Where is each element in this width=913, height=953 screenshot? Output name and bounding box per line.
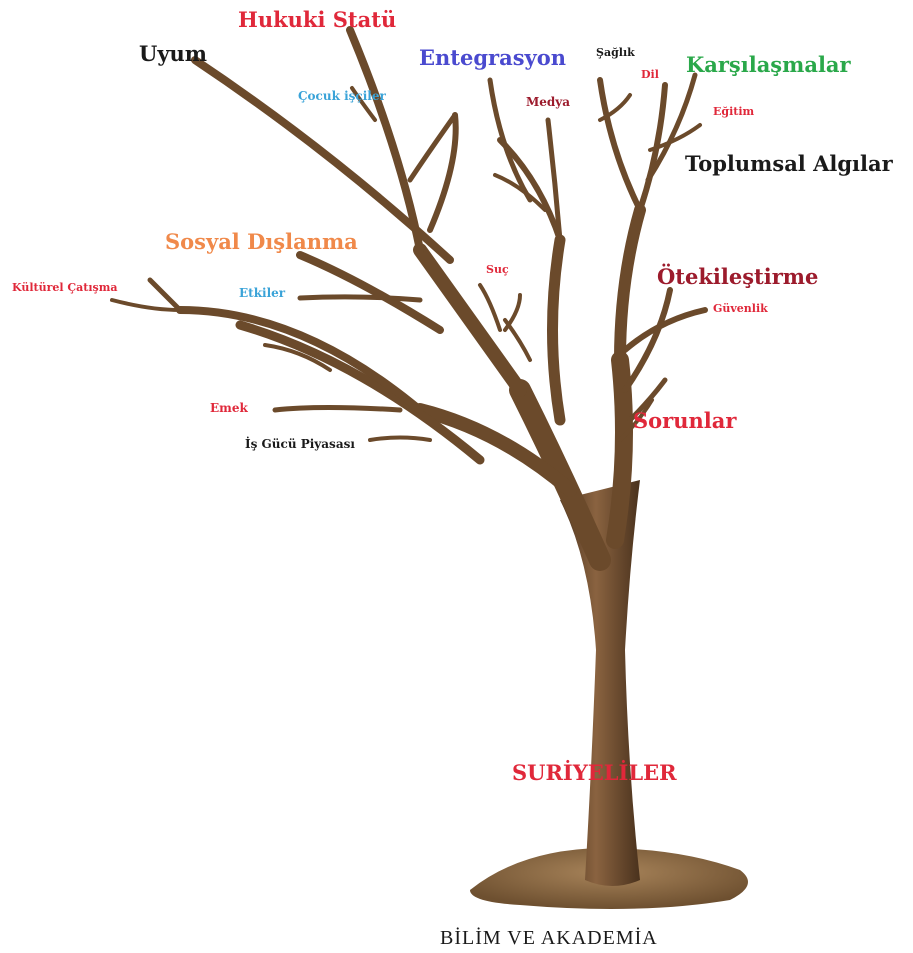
- label-otekilestirme: Ötekileştirme: [657, 264, 819, 289]
- label-dil: Dil: [641, 68, 659, 81]
- label-uyum: Uyum: [139, 41, 208, 66]
- label-emek: Emek: [210, 401, 248, 415]
- label-toplumsal-algilar: Toplumsal Algılar: [685, 151, 893, 176]
- label-guvenlik: Güvenlik: [713, 302, 768, 315]
- label-sorunlar: Sorunlar: [633, 408, 737, 433]
- label-cocuk-isciler: Çocuk işçiler: [298, 89, 386, 103]
- label-sosyal-dislanma: Sosyal Dışlanma: [165, 229, 358, 254]
- label-suc: Suç: [486, 263, 509, 276]
- label-egitim: Eğitim: [713, 105, 755, 118]
- footer-caption: BİLİM VE AKADEMİA: [440, 927, 658, 949]
- label-medya: Medya: [526, 95, 571, 109]
- label-saglik: Şağlık: [596, 46, 635, 59]
- branches: [110, 26, 708, 571]
- label-karsilasmalar: Karşılaşmalar: [686, 52, 851, 77]
- label-is-gucu-piyasasi: İş Gücü Piyasası: [245, 437, 355, 451]
- label-suriyeliler: SURİYELİLER: [512, 760, 677, 785]
- label-kulturel-catisma: Kültürel Çatışma: [12, 281, 118, 294]
- trunk: [560, 480, 640, 886]
- label-entegrasyon: Entegrasyon: [419, 45, 566, 70]
- label-etkiler: Etkiler: [239, 286, 286, 300]
- label-hukuki-statu: Hukuki Statü: [238, 7, 397, 32]
